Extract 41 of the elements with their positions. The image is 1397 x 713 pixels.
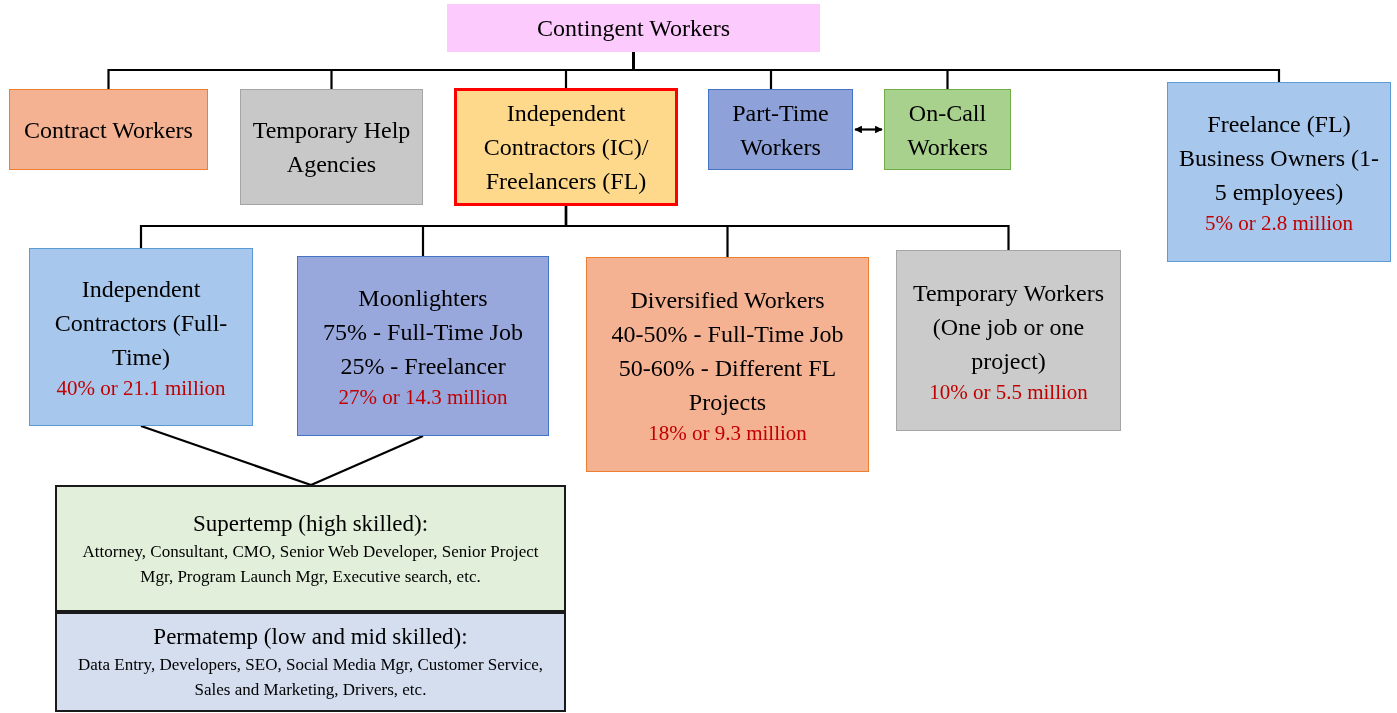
category-box [55, 485, 566, 612]
category-box [297, 256, 549, 436]
node-label: 50-60% - Different FL Projects [617, 353, 838, 417]
statistic-label: 40% or 21.1 million [56, 375, 226, 402]
node-label: Part-Time Workers [731, 98, 830, 162]
category-box [708, 89, 853, 170]
category-box [240, 89, 423, 205]
category-box [586, 257, 869, 472]
node-label: Freelance (FL) Business Owners (1-5 employees) [1178, 110, 1380, 207]
node-label: On-Call Workers [906, 98, 989, 162]
node-label: Temporary Workers (One job or one project) [911, 278, 1106, 376]
connector-line [564, 206, 1010, 250]
node-label: 75% - Full-Time Job [323, 318, 523, 347]
category-box [55, 612, 566, 712]
node-label: Contract Workers [24, 115, 193, 145]
node-label: Contingent Workers [537, 14, 730, 43]
node-label: 40-50% - Full-Time Job [611, 319, 844, 349]
node-label: Independent Contractors (Full-Time) [53, 275, 229, 372]
double-arrow [854, 125, 883, 134]
role-list: Data Entry, Developers, SEO, Social Media Mgr, Customer Service, Sales and Marketing, Drivers, etc. [71, 652, 550, 702]
category-box [884, 89, 1011, 170]
category-box [447, 4, 820, 52]
group-heading: Permatemp (low and mid skilled): [153, 623, 468, 651]
statistic-label: 18% or 9.3 million [648, 419, 807, 447]
category-box [896, 250, 1121, 431]
statistic-label: 27% or 14.3 million [338, 384, 508, 411]
category-box [1167, 82, 1391, 262]
category-box [29, 248, 253, 426]
node-label: 25% - Freelancer [340, 352, 506, 381]
connector-line [310, 435, 424, 486]
role-list: Attorney, Consultant, CMO, Senior Web Developer, Senior Project Mgr, Program Launch Mgr, Executive search, etc. [71, 538, 550, 589]
category-box [9, 89, 208, 170]
statistic-label: 5% or 2.8 million [1204, 210, 1354, 237]
statistic-label: 10% or 5.5 million [929, 378, 1088, 406]
node-label: Moonlighters [358, 284, 488, 313]
node-label: Temporary Help Agencies [251, 116, 412, 179]
category-box [454, 88, 678, 206]
node-label: Independent Contractors (IC)/ Freelancers (FL) [482, 99, 650, 196]
group-heading: Supertemp (high skilled): [192, 509, 429, 538]
node-label: Diversified Workers [630, 285, 825, 315]
connector-line [140, 424, 312, 487]
